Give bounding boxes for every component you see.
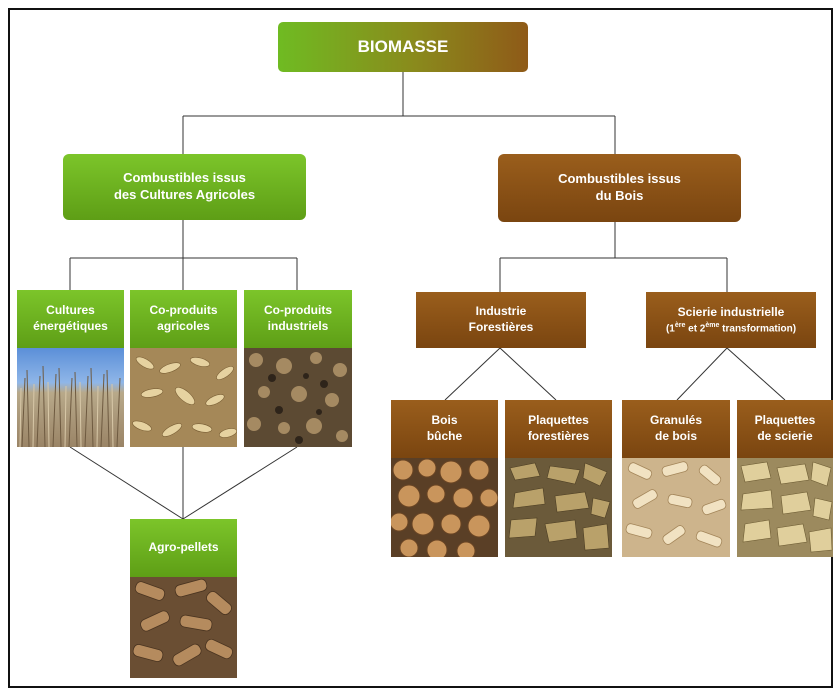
biomasse-title: BIOMASSE	[357, 36, 449, 56]
coprod-agri-line1: Co-produits	[149, 303, 218, 318]
sawmill-chips-image	[740, 461, 833, 553]
wood-chips-image	[508, 462, 611, 551]
bois-buche-line1: Bois	[431, 413, 458, 428]
granules-line1: Granulés	[649, 413, 703, 428]
coproduits-industriels-box: Co-produits industriels	[244, 290, 352, 348]
connector-granules	[676, 347, 728, 401]
cultures-line1: Cultures	[46, 303, 95, 318]
biomasse-title-box: BIOMASSE	[278, 22, 528, 72]
granules-bois-photo	[622, 458, 730, 557]
plaq-forest-line2: forestières	[527, 429, 590, 443]
plaquettes-scierie-photo	[737, 458, 833, 557]
logs-image	[391, 458, 498, 557]
pellets-image	[132, 578, 233, 667]
coproduits-industriels-photo	[244, 348, 352, 447]
connector-plaq-scierie	[726, 347, 786, 401]
plaquettes-forestieres-photo	[505, 458, 612, 557]
bois-buche-line2: bûche	[426, 429, 463, 443]
coproduits-agricoles-photo	[130, 348, 237, 447]
industrie-forestieres-box: Industrie Forestières	[416, 292, 586, 348]
agro-pellets-box: Agro-pellets	[130, 519, 237, 577]
plaq-scierie-line2: de scierie	[757, 429, 813, 443]
coprod-agri-line2: agricoles	[157, 319, 210, 333]
coprod-ind-line1: Co-produits	[264, 303, 332, 318]
scierie-industrielle-box: Scierie industrielle (1ère et 2ème trans…	[646, 292, 816, 348]
connector-plaq-forest	[499, 347, 557, 401]
cultures-line2: énergétiques	[33, 319, 108, 333]
agri-category-line1: Combustibles issus	[123, 170, 246, 186]
bois-category-line2: du Bois	[595, 188, 644, 203]
plaq-forest-line1: Plaquettes	[528, 413, 589, 428]
agri-category-line2: des Cultures Agricoles	[113, 187, 256, 202]
agro-pellets-photo	[130, 577, 237, 678]
bois-buche-photo	[391, 458, 498, 557]
industrie-line2: Forestières	[468, 320, 534, 334]
scierie-line2: (1ère et 2ème transformation)	[665, 321, 797, 334]
plaquettes-forestieres-box: Plaquettes forestières	[505, 400, 612, 458]
agro-pellets-label: Agro-pellets	[148, 540, 219, 555]
connector-cultures-agro	[69, 446, 184, 520]
connector-bois-buche	[444, 347, 501, 401]
agri-category-box: Combustibles issus des Cultures Agricole…	[63, 154, 306, 220]
plaq-scierie-line1: Plaquettes	[754, 413, 816, 428]
cultures-energetiques-photo	[17, 348, 124, 447]
coprod-ind-line2: industriels	[267, 319, 329, 333]
coproduits-agricoles-box: Co-produits agricoles	[130, 290, 237, 348]
bois-buche-box: Bois bûche	[391, 400, 498, 458]
granules-line2: de bois	[654, 429, 697, 443]
plaquettes-scierie-box: Plaquettes de scierie	[737, 400, 833, 458]
industrie-line1: Industrie	[475, 304, 527, 319]
cultures-energetiques-box: Cultures énergétiques	[17, 290, 124, 348]
shells-image	[247, 352, 348, 444]
granules-bois-box: Granulés de bois	[622, 400, 730, 458]
reeds-image	[19, 365, 121, 447]
bois-category-box: Combustibles issus du Bois	[498, 154, 741, 222]
connector-coprod-ind-agro	[182, 446, 298, 520]
scierie-line1: Scierie industrielle	[677, 305, 785, 320]
wood-pellets-image	[625, 461, 727, 548]
grain-image	[132, 356, 237, 438]
bois-category-line1: Combustibles issus	[558, 171, 681, 187]
